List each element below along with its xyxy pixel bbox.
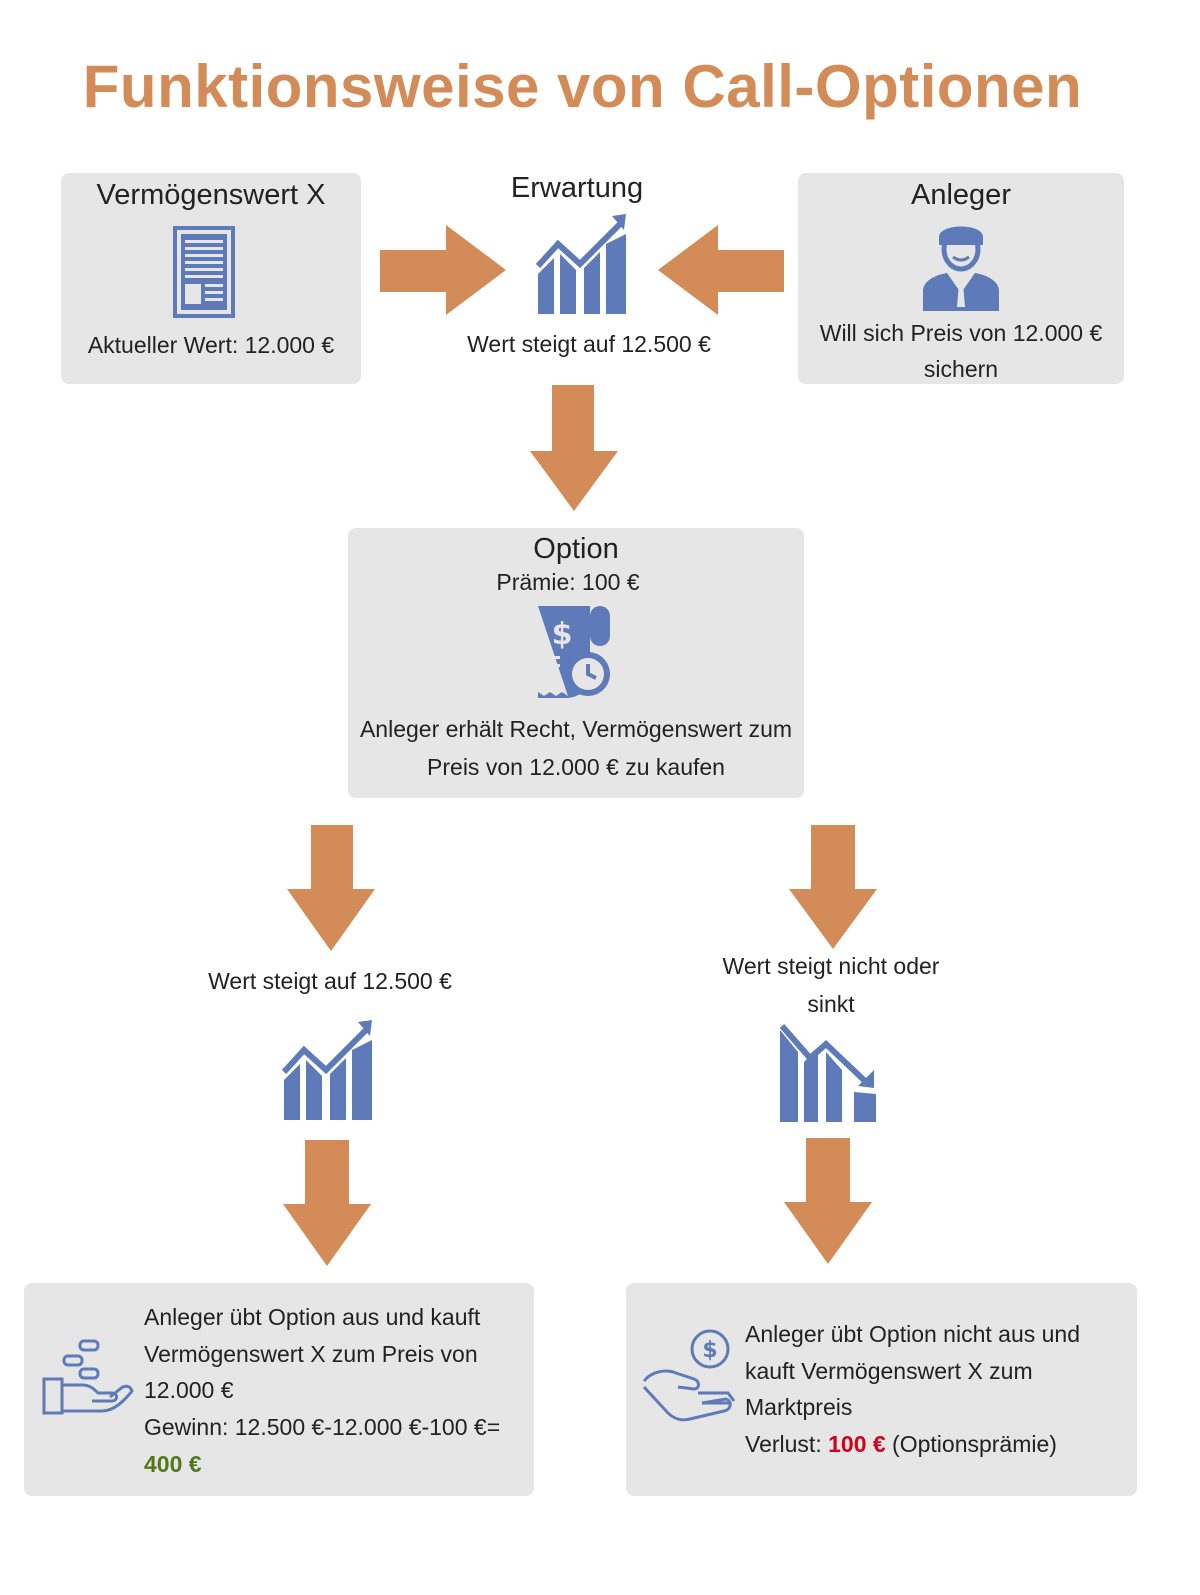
- profit-amount: 400 €: [144, 1451, 202, 1477]
- profit-line3: 12.000 €: [144, 1377, 234, 1403]
- svg-text:$: $: [552, 617, 573, 652]
- arrow-left-icon: [658, 225, 784, 315]
- arrow-down-profit-icon: [283, 1140, 371, 1266]
- chart-up-icon: [282, 1020, 372, 1120]
- investor-text-line1: Will sich Preis von 12.000 €: [819, 320, 1103, 346]
- page-title: Funktionsweise von Call-Optionen: [82, 53, 1083, 120]
- loss-amount: 100 €: [828, 1431, 886, 1457]
- loss-line3: Marktpreis: [745, 1394, 853, 1420]
- asset-box: Vermögenswert X Aktueller Wert: 12.000 €: [61, 173, 361, 384]
- option-text-line1: Anleger erhält Recht, Vermögenswert zum: [359, 716, 793, 742]
- arrow-down-right-branch-icon: [789, 825, 877, 949]
- loss-line1: Anleger übt Option nicht aus und: [745, 1321, 1081, 1347]
- svg-text:$: $: [702, 1338, 717, 1363]
- option-heading: Option: [533, 533, 619, 565]
- investor-heading: Anleger: [911, 179, 1011, 211]
- option-text-line2: Preis von 12.000 € zu kaufen: [427, 754, 725, 780]
- branch-down-text-line2: sinkt: [807, 991, 855, 1017]
- loss-result-box: $ Anleger übt Option nicht aus und kauft…: [626, 1283, 1137, 1496]
- loss-line4: Verlust: 100 € (Optionsprämie): [745, 1426, 1135, 1463]
- arrow-down-icon: [530, 385, 618, 511]
- hand-coins-icon: [42, 1339, 134, 1415]
- loss-note: (Optionsprämie): [885, 1431, 1057, 1457]
- asset-heading: Vermögenswert X: [96, 179, 326, 211]
- profit-result-box: Anleger übt Option aus und kauft Vermöge…: [24, 1283, 534, 1496]
- investor-box: Anleger Will sich Preis von 12.000 € sic…: [798, 173, 1124, 384]
- document-icon: [173, 226, 235, 318]
- option-box: Option Prämie: 100 € $ Anleger erhält Re…: [348, 528, 804, 798]
- investor-text-line2: sichern: [923, 356, 999, 382]
- expectation-text: Wert steigt auf 12.500 €: [467, 331, 711, 357]
- profit-line4: Gewinn: 12.500 €-12.000 €-100 €=: [144, 1414, 501, 1440]
- option-premium: Prämie: 100 €: [496, 569, 640, 595]
- profit-line1: Anleger übt Option aus und kauft: [144, 1304, 481, 1330]
- invoice-clock-icon: $: [538, 606, 610, 698]
- expectation-heading: Erwartung: [510, 172, 644, 204]
- chart-down-icon: [780, 1024, 876, 1122]
- chart-up-icon: [536, 214, 626, 314]
- arrow-down-loss-icon: [784, 1138, 872, 1264]
- hand-dollar-icon: $: [642, 1329, 736, 1422]
- branch-up-text: Wert steigt auf 12.500 €: [208, 968, 452, 994]
- branch-down-text-line1: Wert steigt nicht oder: [722, 953, 940, 979]
- asset-value: Aktueller Wert: 12.000 €: [87, 332, 335, 358]
- loss-label: Verlust:: [745, 1431, 829, 1457]
- loss-line2: kauft Vermögenswert X zum: [745, 1358, 1033, 1384]
- profit-line2: Vermögenswert X zum Preis von: [144, 1341, 478, 1367]
- arrow-down-left-branch-icon: [287, 825, 375, 951]
- businessman-icon: [923, 226, 999, 311]
- arrow-right-icon: [380, 225, 506, 315]
